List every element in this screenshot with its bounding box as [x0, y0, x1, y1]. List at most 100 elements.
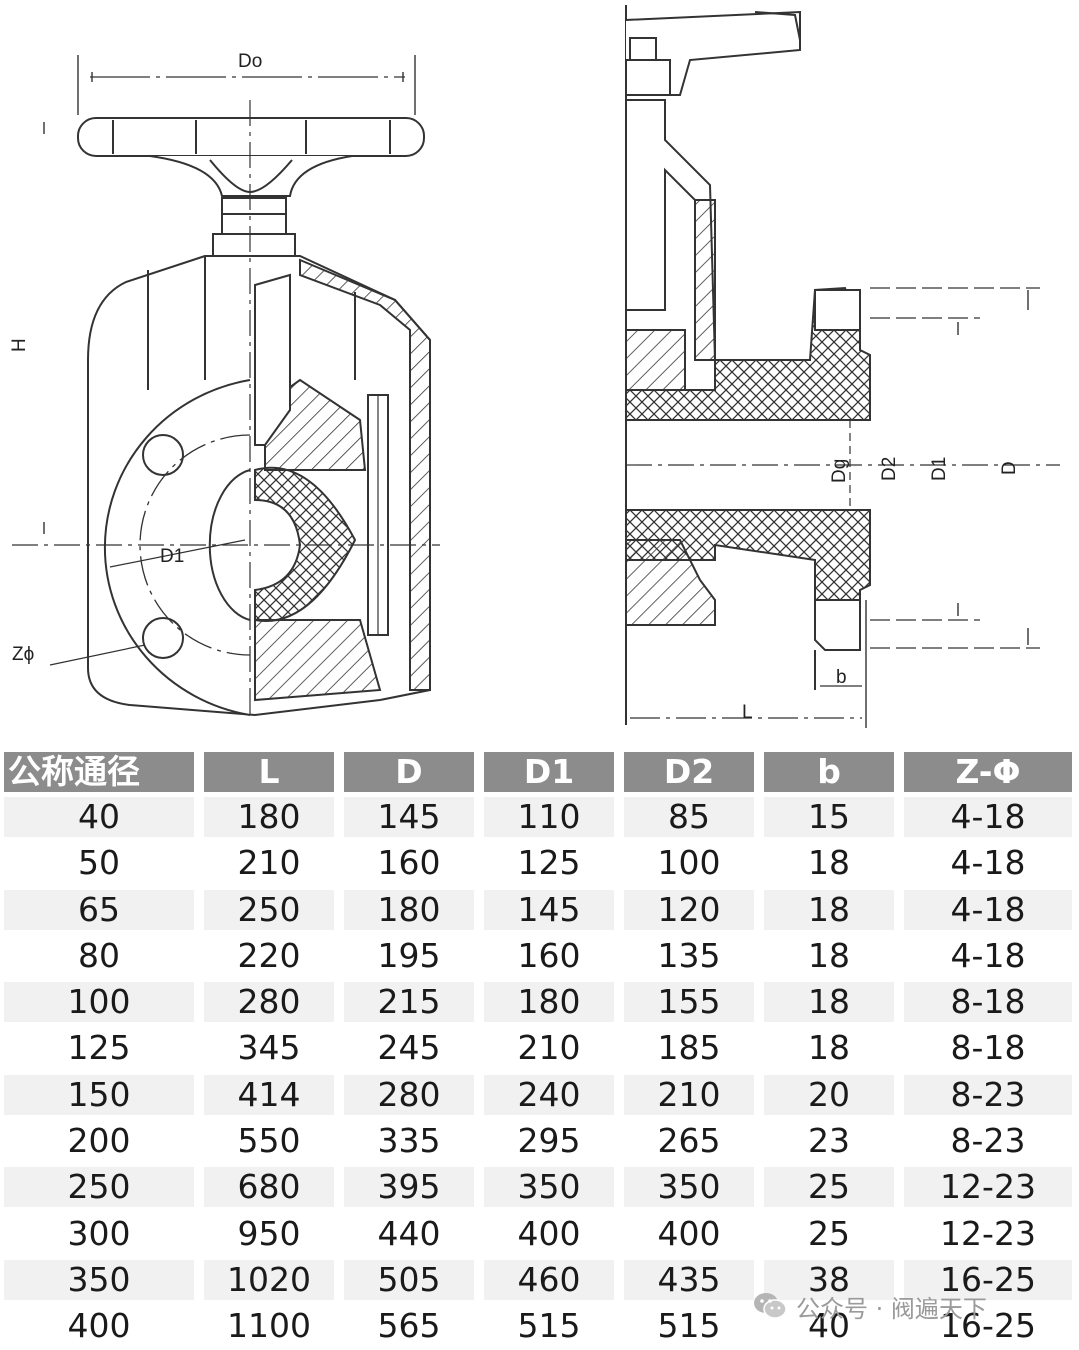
cell-nominal: 40 — [4, 797, 194, 837]
cell-nominal: 300 — [67, 1213, 131, 1253]
cell-d1: 180 — [484, 982, 614, 1023]
cell-d2: 85 — [624, 797, 754, 837]
cell-nominal: 100 — [4, 982, 194, 1023]
label-b: b — [836, 667, 847, 688]
cell-d1: 110 — [484, 797, 614, 837]
cell-nominal: 125 — [67, 1028, 131, 1068]
cell-d2: 210 — [624, 1074, 754, 1115]
cell-d: 180 — [344, 889, 474, 930]
cell-l: 950 — [237, 1213, 301, 1253]
header-b: b — [764, 752, 894, 792]
cell-z-phi: 4-18 — [904, 797, 1072, 837]
cell-b: 23 — [808, 1121, 850, 1161]
cell-d: 245 — [377, 1028, 441, 1068]
cell-l: 180 — [204, 797, 334, 837]
label-d: D — [999, 461, 1020, 475]
cell-z-phi: 16-25 — [904, 1259, 1072, 1300]
cell-d2: 155 — [624, 982, 754, 1023]
cell-b: 18 — [764, 982, 894, 1023]
cell-z-phi: 16-25 — [940, 1306, 1036, 1346]
cell-d2: 185 — [657, 1028, 721, 1068]
cell-z-phi: 12-23 — [904, 1167, 1072, 1208]
front-view — [12, 55, 440, 720]
label-h: H — [9, 338, 30, 352]
cell-l: 1020 — [204, 1259, 334, 1300]
cell-d: 280 — [344, 1074, 474, 1115]
cell-d2: 135 — [657, 935, 721, 975]
header-d: D — [344, 752, 474, 792]
cell-nominal: 350 — [4, 1259, 194, 1300]
cell-z-phi: 8-18 — [904, 982, 1072, 1023]
header-l: L — [204, 752, 334, 792]
cell-d1: 210 — [517, 1028, 581, 1068]
cell-l: 250 — [204, 889, 334, 930]
cell-d: 335 — [377, 1121, 441, 1161]
cell-d1: 350 — [484, 1167, 614, 1208]
cell-l: 345 — [237, 1028, 301, 1068]
cell-l: 220 — [237, 935, 301, 975]
label-d1-front: D1 — [160, 546, 184, 567]
cell-d1: 515 — [517, 1306, 581, 1346]
side-view — [625, 5, 1060, 728]
cell-d2: 265 — [657, 1121, 721, 1161]
cell-z-phi: 8-23 — [950, 1121, 1026, 1161]
cell-nominal: 250 — [4, 1167, 194, 1208]
label-d1-side: D1 — [929, 457, 950, 481]
cell-b: 18 — [764, 889, 894, 930]
cell-d1: 295 — [517, 1121, 581, 1161]
cell-b: 18 — [808, 843, 850, 883]
header-d2: D2 — [624, 752, 754, 792]
table-row: 125 345 245 210 185 18 8-18 — [4, 1025, 1075, 1071]
cell-b: 15 — [764, 797, 894, 837]
cell-b: 25 — [808, 1213, 850, 1253]
cell-b: 25 — [764, 1167, 894, 1208]
cell-d: 145 — [344, 797, 474, 837]
valve-technical-drawing: Do H D1 Zϕ — [9, 5, 1060, 728]
cell-nominal: 200 — [67, 1121, 131, 1161]
cell-d: 505 — [344, 1259, 474, 1300]
cell-d2: 400 — [657, 1213, 721, 1253]
label-l: L — [742, 702, 753, 723]
cell-d: 565 — [377, 1306, 441, 1346]
label-dg: Dg — [829, 459, 850, 483]
cell-d1: 145 — [484, 889, 614, 930]
cell-b: 38 — [764, 1259, 894, 1300]
cell-l: 280 — [204, 982, 334, 1023]
cell-nominal: 400 — [67, 1306, 131, 1346]
header-nominal: 公称通径 — [4, 752, 194, 792]
cell-z-phi: 8-23 — [904, 1074, 1072, 1115]
watermark-text: 公众号 · 阀遍天下 — [796, 1294, 987, 1323]
watermark: 公众号 · 阀遍天下 — [752, 1288, 987, 1324]
cell-d: 215 — [344, 982, 474, 1023]
cell-d: 160 — [377, 843, 441, 883]
header-d1: D1 — [484, 752, 614, 792]
cell-d: 195 — [377, 935, 441, 975]
cell-l: 1100 — [227, 1306, 311, 1346]
cell-d: 395 — [344, 1167, 474, 1208]
cell-d1: 240 — [484, 1074, 614, 1115]
cell-d2: 515 — [657, 1306, 721, 1346]
cell-b: 40 — [808, 1306, 850, 1346]
cell-d2: 350 — [624, 1167, 754, 1208]
cell-z-phi: 4-18 — [950, 843, 1026, 883]
cell-d1: 160 — [517, 935, 581, 975]
cell-z-phi: 8-18 — [950, 1028, 1026, 1068]
label-d2: D2 — [879, 457, 900, 481]
cell-b: 18 — [808, 1028, 850, 1068]
cell-z-phi: 4-18 — [904, 889, 1072, 930]
cell-d: 440 — [377, 1213, 441, 1253]
cell-d2: 120 — [624, 889, 754, 930]
cell-l: 210 — [237, 843, 301, 883]
